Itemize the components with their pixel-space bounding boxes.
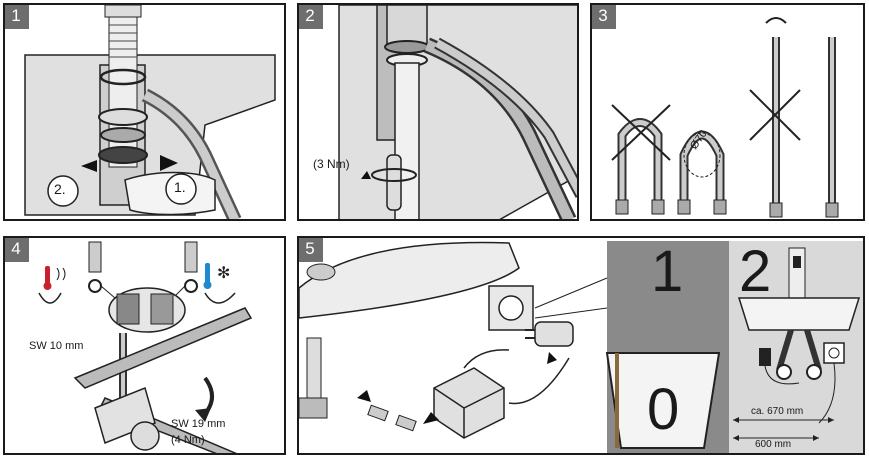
torque-label-3nm: (3 Nm) — [313, 157, 350, 171]
panel-step-4: 4 ✻ SW 10 mm SW 19 mm (4 Nm) — [3, 236, 286, 455]
step-number-2: 2 — [299, 5, 323, 29]
x-mark-icon — [611, 104, 671, 161]
x-mark-icon — [749, 89, 801, 141]
steam-icon — [56, 267, 66, 281]
step-1-illustration — [24, 5, 276, 219]
step-3-illustration — [611, 17, 839, 218]
plug-icon — [525, 321, 574, 347]
callout-1: 1. — [174, 179, 186, 195]
wrench-size-small: SW 10 mm — [29, 340, 84, 352]
dimension-670: ca. 670 mm — [751, 406, 804, 417]
zero-mark: 0 — [647, 377, 680, 442]
panel-step-3: 3 Ø70 — [590, 3, 865, 221]
step-number-5: 5 — [299, 238, 323, 262]
step-number-4: 4 — [5, 238, 29, 262]
step-5-illustration — [299, 241, 863, 453]
step-4-illustration: ✻ — [38, 241, 253, 453]
thermometer-cold-icon — [205, 263, 210, 283]
step-2-illustration — [338, 5, 577, 219]
inset-1-number: 1 — [651, 239, 684, 304]
callout-2: 2. — [54, 181, 66, 197]
dimension-600: 600 mm — [755, 439, 792, 450]
wrench-size-large: SW 19 mm — [171, 418, 226, 430]
snowflake-icon: ✻ — [217, 265, 230, 282]
panel-step-5: 5 1 2 0 ca. — [297, 236, 865, 455]
step-number-1: 1 — [5, 5, 29, 29]
rotate-arrow-icon — [765, 17, 787, 24]
insert-arrow-icon — [423, 412, 439, 424]
panel-step-2: 2 (3 Nm) — [297, 3, 579, 221]
insert-arrow-icon — [357, 390, 371, 402]
inset-2-number: 2 — [739, 239, 772, 304]
thermometer-hot-icon — [45, 266, 50, 284]
panel-step-1: 1 2. 1. — [3, 3, 286, 221]
step-number-3: 3 — [592, 5, 616, 29]
torque-label-4nm: (4 Nm) — [171, 434, 205, 446]
